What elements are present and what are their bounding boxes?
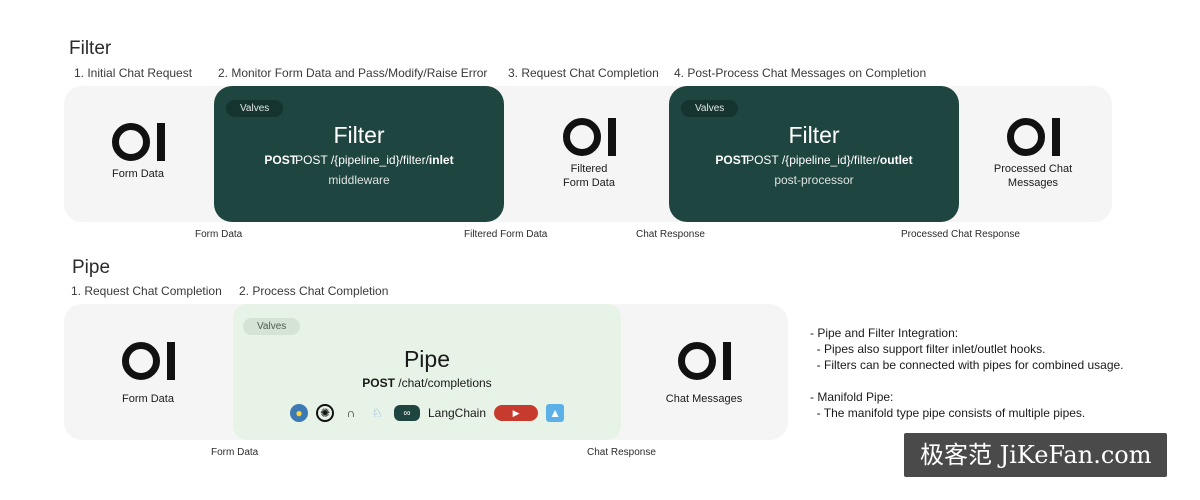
llamaindex-icon: ▲ [546,404,565,422]
note-line: - Pipes also support filter inlet/outlet… [810,342,1046,356]
endpoint-hook: outlet [879,153,913,167]
node-label: Chat Messages [665,393,743,405]
filter-step-2: 2. Monitor Form Data and Pass/Modify/Rai… [218,66,488,80]
openwebui-logo-icon [639,342,769,380]
openwebui-logo-icon [524,118,654,156]
note-line: - Filters can be connected with pipes fo… [810,358,1124,372]
openai-icon: ✺ [315,404,334,422]
site-watermark: 极客范 JiKeFan.com [904,433,1168,477]
filter-inlet-subtitle: middleware [328,173,390,187]
pipe-conn-chat-response: Chat Response [587,447,656,458]
filter-inlet-box: Valves Filter POSTPOST /{pipeline_id}/fi… [214,86,504,222]
pipe-endpoint: POST /chat/completions [233,376,621,390]
filter-inlet-title: Filter [333,122,385,148]
integration-notes: - Pipe and Filter Integration: - Pipes a… [810,325,1124,421]
pipe-box: Valves Pipe POST /chat/completions ● ✺ ∩… [233,304,621,440]
valves-badge[interactable]: Valves [243,318,301,335]
filter-outlet-box: Valves Filter POSTPOST /{pipeline_id}/fi… [669,86,959,222]
filter-conn-processed-chat-response: Processed Chat Response [901,229,1020,240]
filter-step-3: 3. Request Chat Completion [508,66,659,80]
node-label: Form Data [112,168,164,180]
node-label-line-2: Messages [1007,177,1059,190]
note-line: - Pipe and Filter Integration: [810,326,959,340]
pipe-box-title: Pipe [403,346,451,372]
filter-outlet-title: Filter [788,122,840,148]
llama-icon: ♘ [371,406,383,420]
endpoint-path: POST /{pipeline_id}/filter/ [295,153,429,167]
crewai-icon: ▶ [494,405,539,421]
filter-conn-chat-response: Chat Response [636,229,705,240]
note-line: - The manifold type pipe consists of mul… [810,406,1086,420]
openwebui-logo-icon [968,118,1098,156]
filter-conn-filtered-form-data: Filtered Form Data [464,229,548,240]
node-label: Processed Chat Messages [968,162,1098,191]
valves-badge[interactable]: Valves [226,100,284,117]
note-line: - Manifold Pipe: [810,390,894,404]
pipe-step-2: 2. Process Chat Completion [239,284,389,298]
langchain-icon: ∞ [393,405,420,421]
node-label-line-2: Form Data [563,177,615,190]
endpoint-method: POST [362,376,395,390]
node-label-line-1: Processed Chat [993,163,1073,175]
pipe-section-title: Pipe [72,257,111,278]
filter-conn-form-data: Form Data [195,229,243,240]
filter-step-4: 4. Post-Process Chat Messages on Complet… [674,66,927,80]
endpoint-path: POST /{pipeline_id}/filter/ [746,153,880,167]
valves-badge[interactable]: Valves [681,100,739,117]
openwebui-logo-icon [73,123,203,161]
ollama-icon: ∩ [346,406,356,420]
node-label: Filtered Form Data [524,162,654,191]
pipe-conn-form-data: Form Data [211,447,259,458]
filter-section-title: Filter [69,38,112,59]
pipe-node-form-data: Form Data [83,342,213,406]
filter-inlet-endpoint: POSTPOST /{pipeline_id}/filter/inlet [264,153,454,167]
langchain-label: LangChain [427,406,487,420]
filter-node-form-data: Form Data [73,123,203,181]
filter-outlet-endpoint: POSTPOST /{pipeline_id}/filter/outlet [715,153,913,167]
filter-node-filtered-form-data: Filtered Form Data [524,118,654,191]
note-line [810,373,1124,389]
openwebui-logo-icon [83,342,213,380]
endpoint-path: /chat/completions [394,376,492,390]
pipe-node-chat-messages: Chat Messages [639,342,769,406]
filter-node-processed-chat-messages: Processed Chat Messages [968,118,1098,191]
pipe-step-1: 1. Request Chat Completion [71,284,222,298]
filter-step-1: 1. Initial Chat Request [74,66,193,80]
integration-icons: ● ✺ ∩ ♘ ∞ LangChain ▶ ▲ [233,404,621,422]
python-icon: ● [289,404,308,422]
node-label-line-1: Filtered [570,163,608,175]
filter-outlet-subtitle: post-processor [774,173,854,187]
node-label: Form Data [122,393,174,405]
endpoint-hook: inlet [428,153,454,167]
